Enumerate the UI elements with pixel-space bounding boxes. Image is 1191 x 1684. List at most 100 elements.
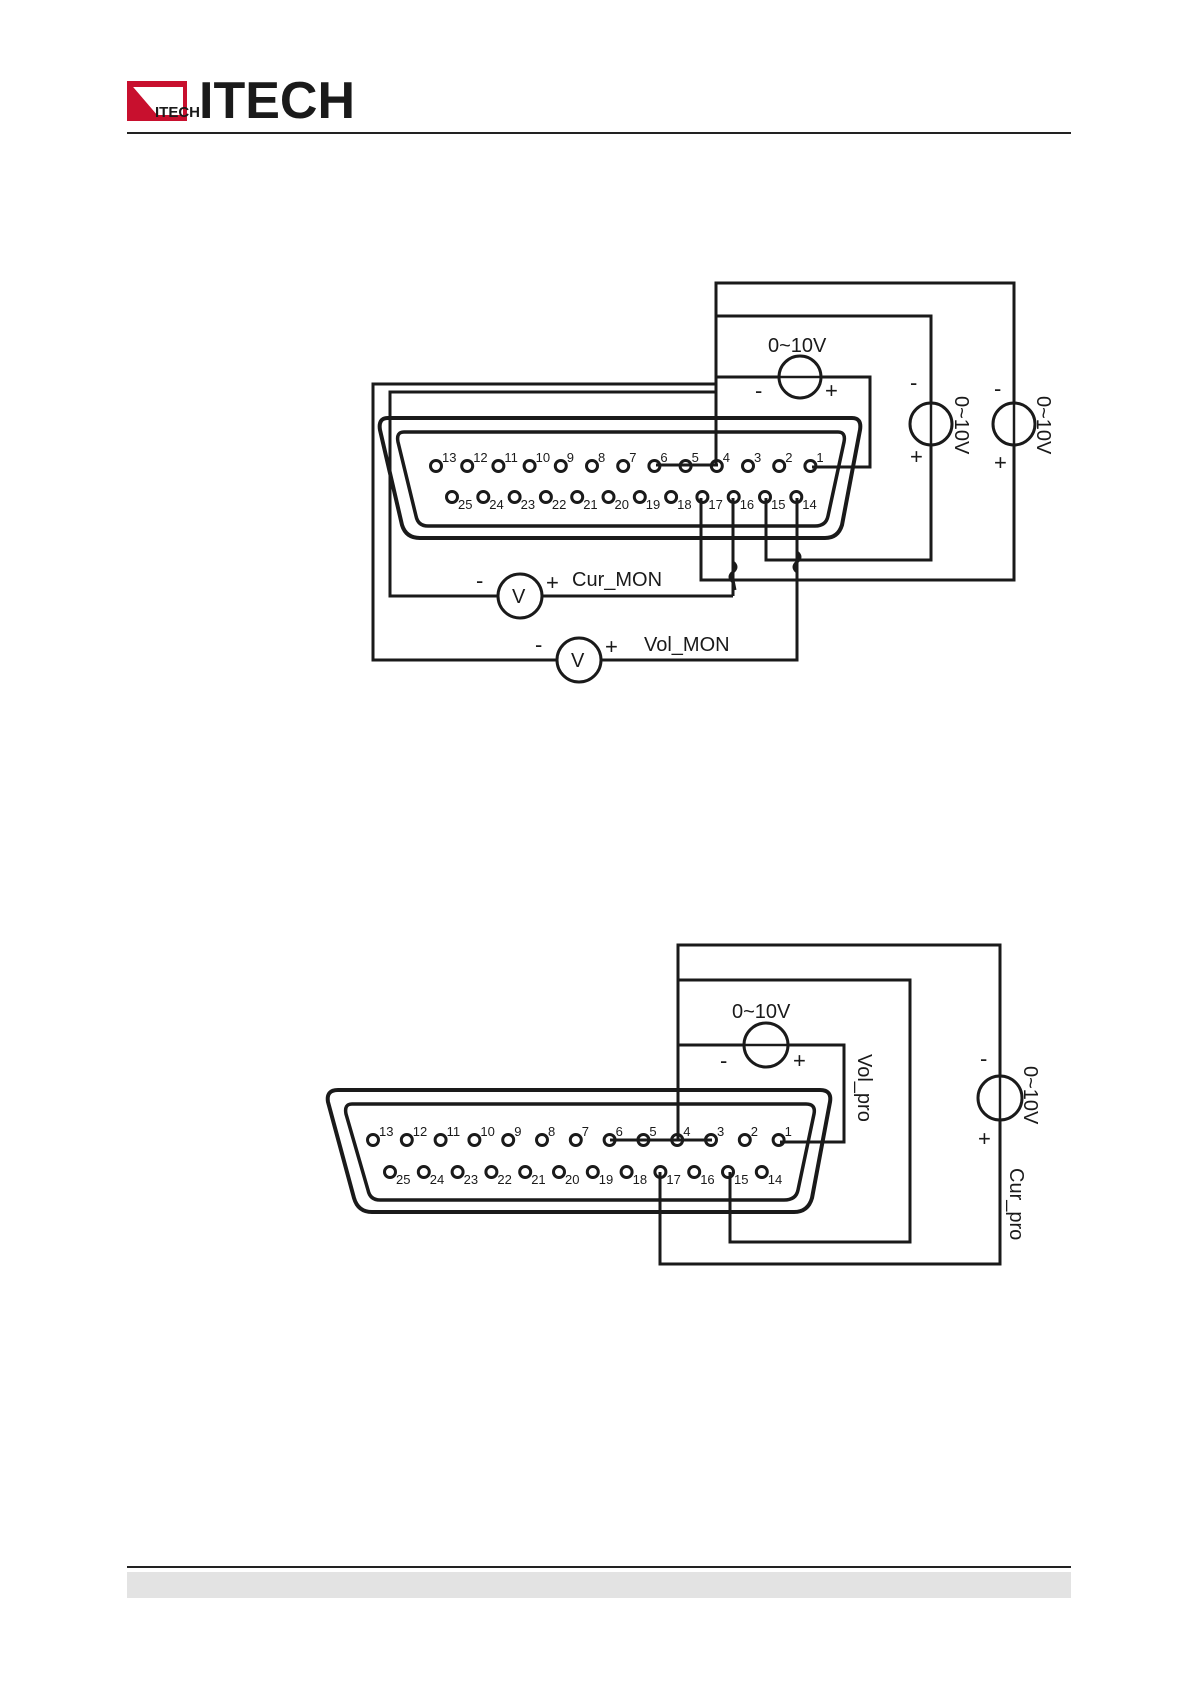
pin-label-3: 3 (754, 450, 761, 465)
pin-13 (431, 461, 442, 472)
pin-label-2: 2 (785, 450, 792, 465)
pin-21 (572, 492, 583, 503)
pin-label-16: 16 (700, 1172, 714, 1187)
pin-label-13: 13 (379, 1124, 393, 1139)
pin-7 (570, 1135, 581, 1146)
pin-20 (603, 492, 614, 503)
pin-7 (618, 461, 629, 472)
pin-label-6: 6 (616, 1124, 623, 1139)
source-top-plus: + (793, 1048, 806, 1073)
pin-19 (587, 1167, 598, 1178)
diagram-1: 13121110987654321 2524232221201918171615… (373, 283, 1054, 682)
source-right-label: 0~10V (1032, 396, 1054, 455)
footer-band (127, 1572, 1071, 1598)
pin-19 (634, 492, 645, 503)
pin-label-19: 19 (646, 497, 660, 512)
source-top-label: 0~10V (768, 335, 827, 357)
pin-22 (486, 1167, 497, 1178)
pin-1 (773, 1135, 784, 1146)
pin-label-13: 13 (442, 450, 456, 465)
pin-label-8: 8 (548, 1124, 555, 1139)
pin-3 (743, 461, 754, 472)
pin-10 (469, 1135, 480, 1146)
pin-14 (756, 1167, 767, 1178)
pin-label-22: 22 (497, 1172, 511, 1187)
pin-18 (666, 492, 677, 503)
source-right-plus: + (994, 450, 1007, 475)
pin-label-9: 9 (514, 1124, 521, 1139)
pin-label-24: 24 (430, 1172, 444, 1187)
pin-label-12: 12 (413, 1124, 427, 1139)
pin-label-10: 10 (480, 1124, 494, 1139)
source-right-minus: - (994, 376, 1001, 401)
pin-23 (509, 492, 520, 503)
pin-24 (418, 1167, 429, 1178)
source-mid-plus: + (910, 444, 923, 469)
pin-20 (554, 1167, 565, 1178)
db25-connector-outer (328, 1090, 831, 1212)
pin-13 (368, 1135, 379, 1146)
pin-label-25: 25 (458, 497, 472, 512)
wire-cur-mon (390, 392, 733, 596)
source-right-label: 0~10V (1019, 1066, 1041, 1125)
pin-label-21: 21 (531, 1172, 545, 1187)
cur-mon-label: Cur_MON (572, 569, 662, 591)
source-top-minus: - (755, 378, 762, 403)
pin-label-14: 14 (802, 497, 816, 512)
pin-label-11: 11 (447, 1124, 461, 1139)
pin-22 (540, 492, 551, 503)
vol-pro-label: Vol_pro (853, 1054, 875, 1122)
pin-21 (520, 1167, 531, 1178)
pin-label-9: 9 (567, 450, 574, 465)
pin-label-15: 15 (734, 1172, 748, 1187)
pin-label-24: 24 (489, 497, 503, 512)
source-right-plus: + (978, 1126, 991, 1151)
pin-9 (555, 461, 566, 472)
pin-15 (723, 1167, 734, 1178)
meter-cur-plus: + (546, 570, 559, 595)
meter-cur-minus: - (476, 568, 483, 593)
pin-label-23: 23 (521, 497, 535, 512)
pin-label-11: 11 (504, 450, 518, 465)
pin-label-22: 22 (552, 497, 566, 512)
pin-12 (462, 461, 473, 472)
pin-label-25: 25 (396, 1172, 410, 1187)
source-mid-label: 0~10V (950, 396, 972, 455)
pin-25 (385, 1167, 396, 1178)
pin-label-23: 23 (464, 1172, 478, 1187)
pin-label-16: 16 (740, 497, 754, 512)
source-top-plus: + (825, 378, 838, 403)
pin-9 (503, 1135, 514, 1146)
pin-label-5: 5 (692, 450, 699, 465)
source-top-minus: - (720, 1048, 727, 1073)
pin-2 (774, 461, 785, 472)
pin-12 (401, 1135, 412, 1146)
pin-10 (524, 461, 535, 472)
pin-11 (435, 1135, 446, 1146)
db25-connector-outer (380, 418, 861, 538)
pin-18 (621, 1167, 632, 1178)
svg-text:V: V (571, 650, 585, 672)
pin-24 (478, 492, 489, 503)
pin-label-4: 4 (683, 1124, 690, 1139)
pin-label-1: 1 (816, 450, 823, 465)
wire-pin16 (733, 498, 735, 590)
pin-label-12: 12 (473, 450, 487, 465)
pin-label-17: 17 (708, 497, 722, 512)
meter-vol-minus: - (535, 632, 542, 657)
vol-mon-label: Vol_MON (644, 634, 730, 656)
pin-label-4: 4 (723, 450, 730, 465)
pin-label-20: 20 (565, 1172, 579, 1187)
pin-label-7: 7 (582, 1124, 589, 1139)
pin-label-20: 20 (615, 497, 629, 512)
source-right-minus: - (980, 1046, 987, 1071)
pin-23 (452, 1167, 463, 1178)
svg-text:V: V (512, 586, 526, 608)
pin-label-19: 19 (599, 1172, 613, 1187)
pin-label-8: 8 (598, 450, 605, 465)
meter-vol-plus: + (605, 634, 618, 659)
